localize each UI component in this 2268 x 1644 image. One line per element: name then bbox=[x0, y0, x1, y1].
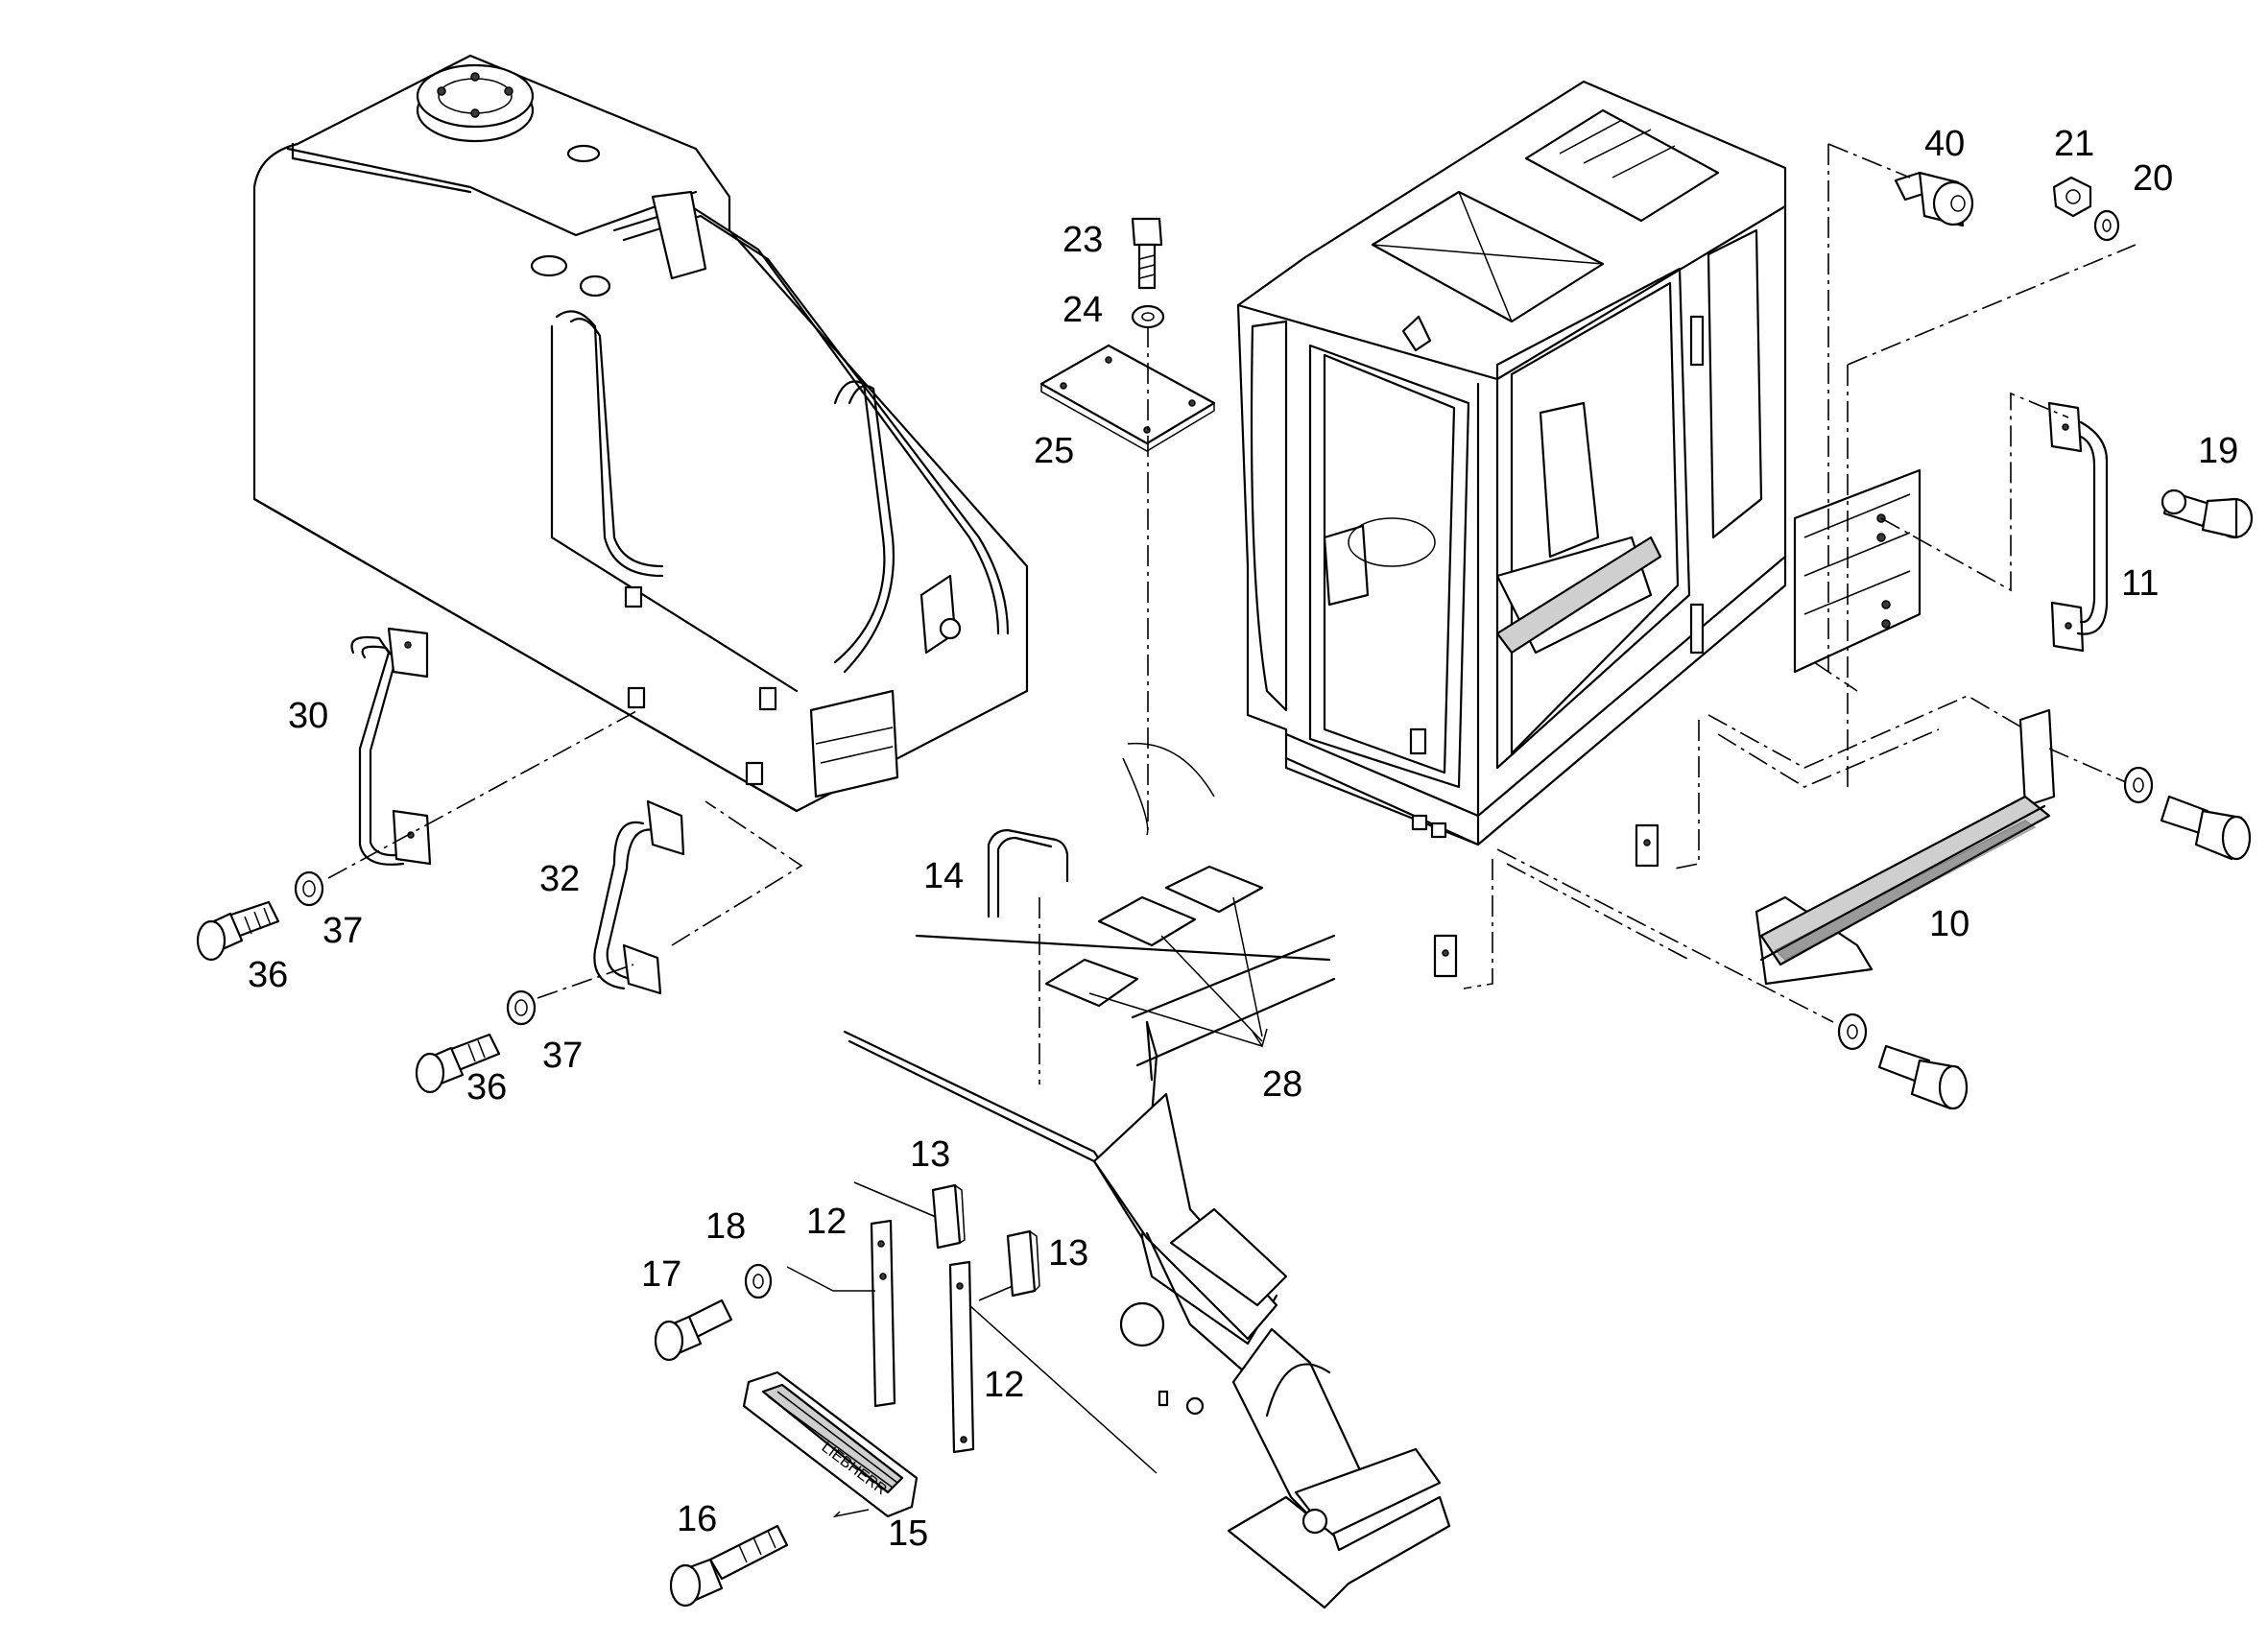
label-32: 32 bbox=[539, 859, 580, 899]
handle-11 bbox=[2047, 401, 2109, 653]
label-19: 19 bbox=[2198, 431, 2238, 471]
shims-28 bbox=[1044, 865, 1264, 1008]
label-18: 18 bbox=[705, 1206, 746, 1247]
bolt-10-upper bbox=[2160, 795, 2252, 861]
washer-20 bbox=[2093, 209, 2120, 242]
label-10: 10 bbox=[1929, 904, 1970, 944]
clip-right bbox=[1433, 823, 1659, 978]
stopper-40 bbox=[1894, 171, 1974, 227]
label-24: 24 bbox=[1062, 290, 1103, 330]
plate-25 bbox=[1039, 344, 1216, 452]
label-13-lower: 13 bbox=[1048, 1233, 1088, 1274]
handle-30 bbox=[350, 627, 432, 866]
label-17: 17 bbox=[641, 1254, 681, 1295]
label-16: 16 bbox=[677, 1499, 717, 1539]
label-15: 15 bbox=[888, 1513, 928, 1554]
step-15: LIEBHERR bbox=[742, 1370, 919, 1518]
nut-21 bbox=[2052, 176, 2092, 218]
block-13-b bbox=[1006, 1229, 1040, 1298]
bolt-19 bbox=[2161, 488, 2254, 539]
step-10 bbox=[1755, 708, 2056, 986]
washer-37-lower bbox=[506, 989, 537, 1026]
label-21: 21 bbox=[2054, 124, 2094, 164]
bolt-23 bbox=[1131, 217, 1163, 290]
label-12-upper: 12 bbox=[806, 1202, 847, 1242]
label-40: 40 bbox=[1924, 124, 1965, 164]
foot-plate bbox=[1227, 1327, 1451, 1609]
u-bolt-14 bbox=[987, 828, 1069, 918]
label-28: 28 bbox=[1262, 1064, 1302, 1105]
label-37-upper: 37 bbox=[322, 911, 363, 951]
washer-10-upper bbox=[2123, 766, 2154, 804]
handle-32 bbox=[593, 799, 685, 995]
label-14: 14 bbox=[923, 856, 964, 896]
label-12-lower: 12 bbox=[984, 1365, 1024, 1405]
label-37-lower: 37 bbox=[542, 1036, 583, 1076]
bracket-12-a bbox=[870, 1219, 896, 1408]
bolt-16 bbox=[669, 1524, 789, 1608]
label-30: 30 bbox=[288, 696, 328, 736]
part-labels: 10 11 12 12 13 13 14 15 16 17 18 19 20 2… bbox=[248, 124, 2238, 1554]
bolt-36-lower bbox=[415, 1033, 501, 1094]
label-20: 20 bbox=[2133, 158, 2173, 199]
fuel-tank-assembly bbox=[252, 54, 1029, 813]
bracket-12-b bbox=[948, 1260, 975, 1454]
label-11: 11 bbox=[2121, 563, 2159, 604]
bolt-10-lower bbox=[1877, 1044, 1969, 1110]
label-36-lower: 36 bbox=[466, 1067, 507, 1108]
label-23: 23 bbox=[1062, 220, 1103, 260]
washer-10-lower bbox=[1837, 1013, 1868, 1051]
label-36-upper: 36 bbox=[248, 955, 288, 995]
bolt-36-upper bbox=[196, 900, 280, 962]
washer-24 bbox=[1131, 304, 1165, 329]
label-25: 25 bbox=[1034, 431, 1074, 471]
label-13-upper: 13 bbox=[910, 1134, 950, 1175]
washer-37-upper bbox=[294, 870, 324, 907]
operator-cab bbox=[1236, 80, 1787, 846]
cab-rear-panel bbox=[1793, 468, 1922, 674]
block-13-a bbox=[931, 1183, 966, 1250]
bolt-17 bbox=[654, 1299, 733, 1362]
washer-18 bbox=[744, 1263, 773, 1299]
